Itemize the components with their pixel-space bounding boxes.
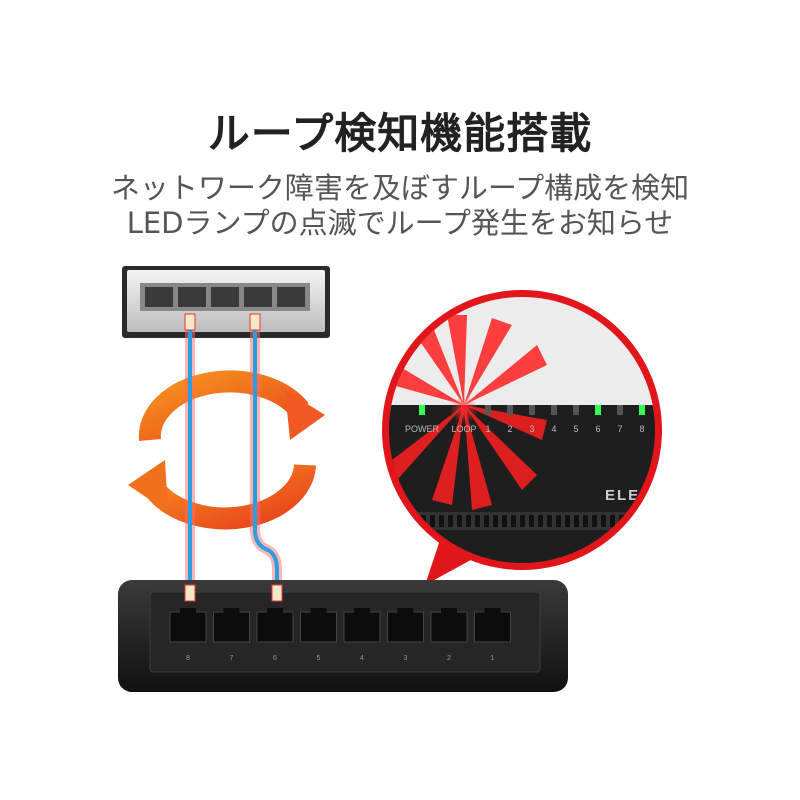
vent-slot bbox=[448, 515, 453, 527]
port-notch bbox=[441, 608, 457, 614]
port-notch bbox=[354, 608, 370, 614]
ethernet-port bbox=[474, 611, 511, 643]
ethernet-port bbox=[213, 611, 250, 643]
vent-slot bbox=[493, 515, 498, 527]
port-number: 7 bbox=[230, 655, 234, 662]
vent-slot bbox=[457, 515, 462, 527]
ethernet-cables bbox=[184, 313, 282, 590]
led-label: 8 bbox=[639, 424, 644, 434]
ethernet-port bbox=[256, 611, 294, 643]
led-indicator bbox=[461, 405, 467, 415]
port-number: 2 bbox=[447, 655, 451, 662]
vent-slot bbox=[439, 515, 444, 527]
vent-slot bbox=[502, 515, 507, 527]
port-notch bbox=[397, 608, 414, 614]
port-notch bbox=[223, 608, 240, 614]
led-indicator bbox=[595, 405, 601, 415]
led-label: 3 bbox=[529, 424, 534, 434]
port-number: 8 bbox=[186, 655, 190, 662]
port-number: 4 bbox=[360, 655, 364, 662]
port-notch bbox=[484, 608, 501, 614]
vent-slot bbox=[547, 515, 552, 527]
led-indicator bbox=[639, 405, 645, 415]
led-label: 7 bbox=[617, 424, 622, 434]
ethernet-port bbox=[300, 611, 337, 643]
port-notch bbox=[180, 608, 196, 614]
vent-slot bbox=[466, 515, 471, 527]
port-notch bbox=[310, 608, 327, 614]
led-label: 1 bbox=[485, 424, 490, 434]
vent-slot bbox=[538, 515, 543, 527]
ethernet-port bbox=[169, 611, 207, 643]
vent-slot bbox=[592, 515, 597, 527]
led-label: 2 bbox=[507, 424, 512, 434]
subtitle-line-2: LEDランプの点滅でループ発生をお知らせ bbox=[126, 206, 674, 240]
led-label: 6 bbox=[595, 424, 600, 434]
ethernet-port bbox=[430, 611, 468, 643]
ethernet-port bbox=[387, 611, 424, 643]
vent-slot bbox=[565, 515, 570, 527]
vent-slot bbox=[646, 515, 651, 527]
vent-slot bbox=[574, 515, 579, 527]
led-label: 5 bbox=[573, 424, 578, 434]
led-label: LOOP bbox=[451, 424, 476, 434]
port-notch bbox=[267, 608, 283, 614]
vent-slot bbox=[556, 515, 561, 527]
port-number: 3 bbox=[404, 655, 408, 662]
led-indicator bbox=[617, 405, 623, 415]
led-label: 4 bbox=[551, 424, 556, 434]
led-indicator bbox=[551, 405, 557, 415]
led-indicator bbox=[419, 405, 425, 415]
loop-arrows-icon bbox=[128, 370, 325, 530]
led-label: POWER bbox=[405, 424, 440, 434]
vent-slot bbox=[601, 515, 606, 527]
led-indicator bbox=[485, 405, 491, 415]
vent-slot bbox=[583, 515, 588, 527]
page-title: ループ検知機能搭載 bbox=[207, 109, 593, 158]
led-indicator bbox=[529, 405, 535, 415]
vent-slot bbox=[610, 515, 615, 527]
port-number: 5 bbox=[317, 655, 321, 662]
vent-slot bbox=[484, 515, 489, 527]
port-number: 1 bbox=[491, 655, 495, 662]
vent-slot bbox=[475, 515, 480, 527]
led-indicator bbox=[507, 405, 513, 415]
vent-slot bbox=[430, 515, 435, 527]
vent-slot bbox=[655, 515, 660, 527]
subtitle-line-1: ネットワーク障害を及ぼすループ構成を検知 bbox=[110, 171, 690, 205]
port-number: 6 bbox=[273, 655, 277, 662]
vent-slot bbox=[511, 515, 516, 527]
vent-slot bbox=[664, 515, 669, 527]
ethernet-port bbox=[343, 611, 381, 643]
eight-port-switch: 8 7 6 5 4 3 2 1 bbox=[118, 580, 568, 692]
vent-slot bbox=[637, 515, 642, 527]
led-indicator bbox=[573, 405, 579, 415]
vent-slot bbox=[529, 515, 534, 527]
small-switch bbox=[122, 266, 330, 338]
vent-slot bbox=[520, 515, 525, 527]
